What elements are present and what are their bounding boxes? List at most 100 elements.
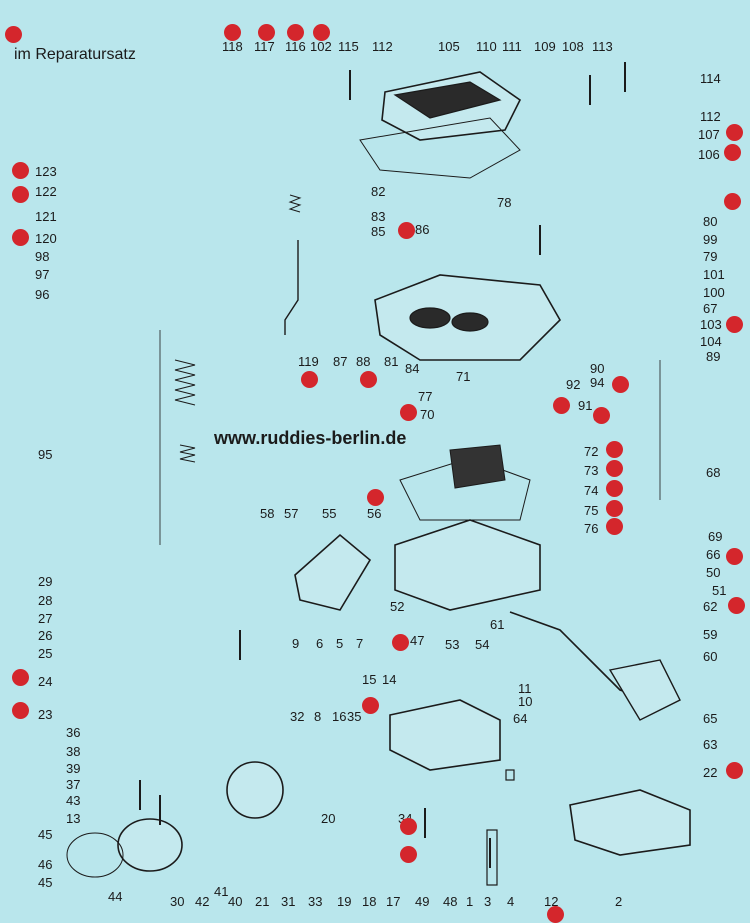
callout-79: 79	[703, 249, 718, 264]
callout-110: 110	[476, 39, 497, 54]
callout-7: 7	[356, 636, 364, 651]
callout-27: 27	[38, 611, 53, 626]
callout-55: 55	[322, 506, 337, 521]
vacuum-diaphragm	[117, 818, 183, 872]
callout-69: 69	[708, 529, 723, 544]
kit-marker-62	[728, 597, 745, 614]
kit-marker-49	[400, 846, 417, 863]
callout-123: 123	[35, 164, 57, 179]
kit-marker-118	[224, 24, 241, 41]
kit-marker-106	[724, 144, 741, 161]
callout-72: 72	[584, 444, 599, 459]
base-flange	[569, 789, 691, 856]
kit-marker-12	[547, 906, 564, 923]
callout-85: 85	[371, 224, 386, 239]
legend-label: im Reparatursatz	[14, 46, 136, 63]
spring-needle	[288, 194, 302, 213]
callout-20: 20	[321, 811, 336, 826]
accelerator-pump-housing	[226, 761, 284, 819]
kit-marker-23	[12, 702, 29, 719]
callout-107: 107	[698, 127, 720, 142]
kit-marker-24	[12, 669, 29, 686]
spring-small	[179, 444, 196, 463]
callout-44: 44	[108, 889, 123, 904]
callout-115: 115	[338, 39, 359, 54]
kit-marker-94	[400, 404, 417, 421]
kit-marker-66	[726, 548, 743, 565]
callout-14: 14	[382, 672, 397, 687]
callout-52: 52	[390, 599, 405, 614]
kit-marker-72	[606, 441, 623, 458]
kit-marker-119	[593, 407, 610, 424]
callout-54: 54	[475, 637, 490, 652]
callout-19: 19	[337, 894, 352, 909]
throttle-body	[394, 519, 541, 611]
kit-marker-93	[553, 397, 570, 414]
callout-46: 46	[38, 857, 53, 872]
diaphragm-gasket	[66, 832, 124, 878]
callout-31: 31	[281, 894, 296, 909]
kit-marker-56	[367, 489, 384, 506]
callout-97: 97	[35, 267, 50, 282]
callout-35: 35	[347, 709, 362, 724]
callout-75: 75	[584, 503, 599, 518]
kit-marker-70	[360, 371, 377, 388]
callout-47: 47	[410, 633, 425, 648]
callout-50: 50	[706, 565, 721, 580]
callout-113: 113	[592, 39, 613, 54]
callout-76: 76	[584, 521, 599, 536]
callout-90: 90	[590, 361, 605, 376]
callout-51: 51	[712, 583, 727, 598]
callout-101: 101	[703, 267, 725, 282]
callout-66: 66	[706, 547, 721, 562]
kit-marker-74	[606, 480, 623, 497]
nut-4	[505, 769, 515, 781]
callout-37: 37	[66, 777, 81, 792]
callout-29: 29	[38, 574, 53, 589]
callout-40: 40	[228, 894, 243, 909]
callout-5: 5	[336, 636, 344, 651]
kit-marker-73	[606, 460, 623, 477]
callout-56: 56	[367, 506, 382, 521]
callout-36: 36	[66, 725, 81, 740]
callout-78: 78	[497, 195, 512, 210]
callout-58: 58	[260, 506, 275, 521]
callout-61: 61	[490, 617, 505, 632]
callout-23: 23	[38, 707, 53, 722]
kit-marker-123	[12, 162, 29, 179]
callout-89: 89	[706, 349, 721, 364]
callout-25: 25	[38, 646, 53, 661]
callout-80: 80	[703, 214, 718, 229]
callout-92: 92	[566, 377, 581, 392]
callout-4: 4	[507, 894, 515, 909]
callout-122: 122	[35, 184, 57, 199]
callout-26: 26	[38, 628, 53, 643]
kit-marker-102	[313, 24, 330, 41]
callout-114: 114	[700, 71, 721, 86]
callout-117: 117	[254, 39, 275, 54]
callout-103: 103	[700, 317, 722, 332]
callout-64: 64	[513, 711, 528, 726]
callout-2: 2	[615, 894, 623, 909]
kit-marker-13	[726, 762, 743, 779]
callout-109: 109	[534, 39, 556, 54]
callout-68: 68	[706, 465, 721, 480]
callout-45: 45	[38, 875, 53, 890]
callout-84: 84	[405, 361, 420, 376]
callout-99: 99	[703, 232, 718, 247]
callout-3: 3	[484, 894, 492, 909]
choke-rod	[284, 240, 299, 335]
callout-71: 71	[456, 369, 471, 384]
callout-70: 70	[420, 407, 435, 422]
callout-6: 6	[316, 636, 324, 651]
venturi-left	[409, 307, 451, 329]
callout-86: 86	[415, 222, 430, 237]
callout-21: 21	[255, 894, 270, 909]
callout-100: 100	[703, 285, 725, 300]
callout-83: 83	[371, 209, 386, 224]
kit-marker-91	[612, 376, 629, 393]
throttle-lever	[608, 659, 681, 721]
callout-108: 108	[562, 39, 584, 54]
kit-marker-108	[724, 193, 741, 210]
callout-77: 77	[418, 389, 433, 404]
